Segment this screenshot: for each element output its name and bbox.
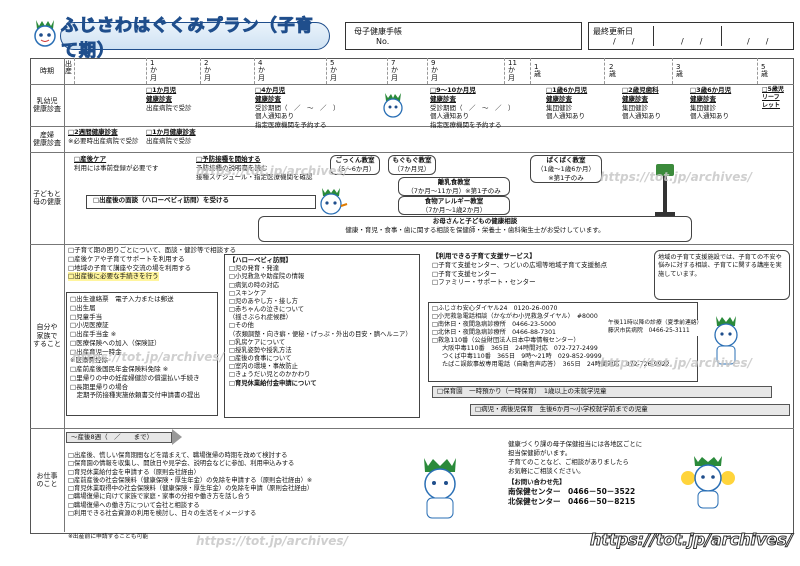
mascot-icon [380, 90, 406, 120]
hello-baby-checklist: 【ハローベビィ訪問】 □児の発育・発達 □小児救急や助産院の情報 □病気の時の対… [224, 254, 420, 418]
emergency-row-3: □南休日・夜間急病診療所 0466-23-5000 [432, 321, 556, 329]
work-checklist: □出産後、慌しい保育期間などを踏まえて、職場復帰の時期を改めて検討する □保育園… [68, 452, 314, 518]
checkup-3y6m: □3歳6か月児 健康診査 集団健診 個人通知あり [690, 86, 732, 121]
date-slashes-2: // [681, 37, 719, 46]
health-consultation: お母さんと子どもの健康相談 健康・育児・食事・歯に関する相談を保健師・栄養士・歯… [258, 216, 692, 242]
row-label-child-parent-health: 子どもと 母の健康 [30, 152, 65, 244]
watermark: https://tot.jp/archives/ [196, 534, 348, 548]
checkup-1y6m: □1歳6か月児 健康診査 集団健診 個人通知あり [546, 86, 588, 121]
hello-baby-visit: □出産後の面談（ハローベビィ訪問）を受ける [86, 195, 316, 209]
emergency-row-8: たばこ誤飲事故専用電話（自動音声応答） 365日 24時間対応 072-726-… [442, 361, 670, 369]
maternal-2w: □2週間健康診査 ※必要時出産病院で受診 [68, 128, 139, 145]
timeline-age-11m: 11か月 [508, 59, 517, 82]
timeline-header: 出産 1か月 2か月 4か月 5か月 7か月 9か月 11か月 1歳 2歳 3歳… [64, 58, 794, 84]
postnatal-care: □産後ケア 利用には事前登録が必要です [74, 155, 159, 172]
mascot-doctor-icon [410, 450, 470, 522]
emergency-row-2: □小児救急電話相談（かながわ小児救急ダイヤル） #8000 [432, 313, 598, 321]
timeline-age-5y: 5歳 [761, 63, 768, 79]
mascot-pointing-icon [314, 184, 348, 218]
techo-number-box: 母子健康手帳 No. [345, 22, 582, 50]
clinic-note: 午後11時以降の診療（夏季前連絡） 藤沢市民病院 0466-25-3111 [608, 320, 703, 336]
mascot-cheer-icon [680, 448, 736, 512]
row-label-work: お仕事 のこと [30, 428, 65, 532]
timeline-age-2m: 2か月 [204, 59, 211, 82]
vaccine-start: □予防接種を開始する 予防接種の説明書を読む 接種スケジュール・指定医療機関を確… [196, 155, 313, 181]
checkup-2y-dental: □2歳児歯科 健康診査 集団健診 個人通知あり [622, 86, 661, 121]
mogumogu-class: もぐもぐ教室 （7か月児） [388, 155, 436, 175]
timeline-age-2y: 2歳 [609, 63, 616, 79]
row-label-self-plan: 自分や 家族で すること [30, 244, 65, 428]
nursery-bar: □保育園 一時預かり（一時保育） 1歳以上の未就学児童 [432, 386, 772, 398]
date-slashes-3: // [747, 37, 785, 46]
pakupaku-class: ぱくぱく教室 （1歳～1歳6か月） ※第1子のみ [530, 155, 602, 183]
page-title: ふじさわはぐくみプラン（子育て期） [61, 16, 314, 62]
gokkun-class: ごっくん教室 （5～6か月） [330, 155, 380, 175]
page-title-box: ふじさわはぐくみプラン（子育て期） [60, 16, 330, 62]
timeline-age-1y: 1歳 [534, 63, 541, 79]
watermark: https://tot.jp/archives/ [196, 164, 348, 178]
row-label-maternal-checkup: 産婦 健康診査 [30, 126, 65, 152]
contact-info: 健康づくり課の母子保健担当には各地区ごとに 担当保健師がいます。 子育てのことな… [508, 440, 678, 508]
timeline-age-1m: 1か月 [150, 59, 157, 82]
support-bubble: 地域の子育て支援施設では、子育ての不安や悩みに対する相談、子育てに関する講座を実… [654, 250, 790, 300]
support-services: 【利用できる子育て支援サービス】 □子育て支援センター、つどいの広場等地域子育て… [432, 252, 608, 287]
contact-south: 南保健センター 0466－50－3522 [508, 486, 636, 496]
procedures-list: □出生連絡票 電子入力または郵送 □出生届 □児童手当 □小児医療証 □出産手当… [66, 292, 218, 416]
last-updated-box: 最終更新日 // // // [588, 22, 794, 50]
timeline-age-4m: 4か月 [258, 59, 265, 82]
checkup-4m: □4か月児 健康診査 受診期間（ ／ ～ ／ ） 個人通知あり 指定医療機関を予… [255, 86, 340, 130]
timeline-age-7m: 7か月 [391, 59, 398, 82]
maternal-1m: □1か月健康診査 出産病院で受診 [146, 128, 196, 145]
self-plan-top: □子育て期の困りごとについて、面談・健診等で相談する □産後ケアや子育てサポート… [68, 246, 237, 282]
allergy-class: 食物アレルギー教室 （7か月～1歳2か月） [398, 196, 510, 215]
checkup-1m: □1か月児 健康診査 出産病院で受診 [146, 86, 192, 112]
leaflet-5y: □5歳児 リーフ レット [762, 86, 784, 110]
timeline-age-3y: 3歳 [676, 63, 683, 79]
emergency-row-5: □救急110番（公益財団法人日本中毒情報センター） [432, 337, 580, 345]
rinyu-class: 離乳食教室 （7か月～11か月）※第1子のみ [398, 177, 510, 196]
main-grid [30, 58, 794, 534]
timeline-age-9m: 9か月 [431, 59, 438, 82]
emergency-row-7: つくば中毒110番 365日 9時～21時 029-852-9999 [442, 353, 602, 361]
emergency-row-4: □北休日・夜間急病診療所 0466-88-7301 [432, 329, 556, 337]
emergency-contacts: □ふじさわ安心ダイヤル24 0120-26-0070 □小児救急電話相談（かなが… [428, 302, 698, 382]
contact-north: 北保健センター 0466－50－8215 [508, 497, 636, 507]
checkup-9m: □9～10か月児 健康診査 受診期間（ ／ ～ ／ ） 個人通知あり 指定医療機… [430, 86, 515, 130]
emergency-row-6: 大阪中毒110番 365日 24時間対応 072-727-2499 [442, 345, 598, 353]
watermark-dark: https://tot.jp/archives/ [590, 530, 794, 550]
scale-icon [652, 160, 678, 220]
leave-arrow-icon [172, 429, 182, 445]
timeline-age-5m: 5か月 [330, 59, 337, 82]
techo-label: 母子健康手帳 [354, 27, 402, 36]
row-label-infant-checkup: 乳幼児 健康診査 [30, 84, 65, 126]
watermark: https://tot.jp/archives/ [600, 356, 752, 370]
no-label: No. [376, 37, 390, 46]
updated-label: 最終更新日 [593, 27, 633, 36]
mascot-nurse-icon [706, 310, 746, 370]
watermark: https://tot.jp/archives/ [600, 170, 752, 184]
sick-child-bar: □病児・病後児保育 生後6か月～小学校就学前までの児童 [470, 404, 790, 416]
watermark: https://tot.jp/archives/ [72, 350, 224, 364]
row-label-period: 時期 [30, 58, 65, 84]
emergency-row-1: □ふじさわ安心ダイヤル24 0120-26-0070 [432, 305, 558, 312]
maternity-leave-bar: ～産後8週（ ／ まで） [66, 432, 172, 443]
timeline-birth: 出産 [65, 60, 72, 76]
work-footnote: ※出産前に申請することも可能 [68, 534, 149, 540]
date-slashes: // [613, 37, 651, 46]
mascot-logo [30, 16, 60, 50]
